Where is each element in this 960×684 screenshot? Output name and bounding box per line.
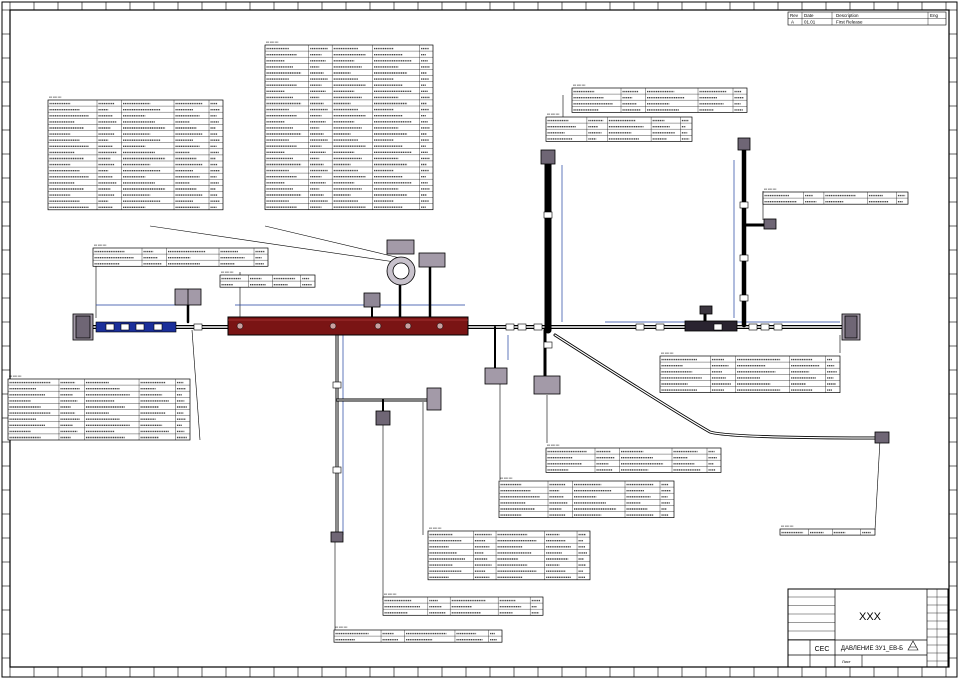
- splice-mark: [193, 323, 203, 331]
- wire-table-caption: ▪▪▪ ▪▪▪▪ ▪▪▪: [500, 476, 512, 480]
- connector-below-trunk-1: [484, 367, 508, 385]
- wire-table-caption: ▪▪▪ ▪▪▪▪ ▪▪▪: [266, 40, 278, 44]
- wire-table-caption: ▪▪▪ ▪▪▪▪ ▪▪▪: [661, 351, 673, 355]
- connector-branch-right: [426, 387, 442, 411]
- wire-table-caption: ▪▪▪ ▪▪▪▪ ▪▪▪: [547, 443, 559, 447]
- connectors: [72, 137, 890, 543]
- connector-top-vertical: [540, 149, 556, 165]
- rev-header: Rev: [790, 13, 799, 18]
- wire-table-caption: ▪▪▪ ▪▪▪▪ ▪▪▪: [429, 526, 441, 530]
- wire-table-caption: ▪▪▪ ▪▪▪▪ ▪▪▪: [49, 95, 61, 99]
- wire-table: ▪▪▪ ▪▪▪▪ ▪▪▪: [47, 95, 224, 211]
- wire-table: ▪▪▪ ▪▪▪▪ ▪▪▪: [7, 374, 191, 441]
- wire-table: ▪▪▪ ▪▪▪▪ ▪▪▪: [545, 443, 722, 473]
- wire-tables: ▪▪▪ ▪▪▪▪ ▪▪▪ ▪▪▪ ▪▪▪▪ ▪▪▪ ▪▪▪ ▪▪▪▪ ▪▪▪ ▪▪▪ …: [7, 40, 909, 643]
- splice-mark: [517, 323, 527, 331]
- wire-table-caption: ▪▪▪ ▪▪▪▪ ▪▪▪: [781, 524, 793, 528]
- splice-mark: [533, 323, 543, 331]
- date-header: Date: [804, 13, 814, 18]
- wire-table: ▪▪▪ ▪▪▪▪ ▪▪▪: [779, 524, 876, 536]
- splice-mark: [332, 381, 342, 389]
- connector-right-end: [841, 313, 861, 341]
- connector-top-mid: [418, 252, 446, 268]
- splice-mark: [739, 254, 749, 262]
- connector-branch-mid: [375, 410, 391, 426]
- wire-table-caption: ▪▪▪ ▪▪▪▪ ▪▪▪: [573, 83, 585, 87]
- wire-table: ▪▪▪ ▪▪▪▪ ▪▪▪: [219, 270, 316, 288]
- company-logo: [907, 640, 919, 651]
- splice-mark: [713, 323, 723, 331]
- title-block-rows: [788, 596, 835, 640]
- organization-name: СЕС: [815, 646, 830, 653]
- wire-table: ▪▪▪ ▪▪▪▪ ▪▪▪: [92, 243, 269, 267]
- splice-mark: [760, 323, 770, 331]
- splice-mark: [773, 323, 783, 331]
- date-value: 01.01: [804, 20, 816, 25]
- splice-mark: [332, 466, 342, 474]
- red-sleeve: [227, 316, 469, 336]
- wire-table-caption: ▪▪▪ ▪▪▪▪ ▪▪▪: [547, 112, 559, 116]
- connector-right-inline: [684, 305, 738, 332]
- wire-table: ▪▪▪ ▪▪▪▪ ▪▪▪: [264, 40, 434, 211]
- leader-lines: [95, 95, 881, 630]
- connector-bottom: [330, 531, 344, 543]
- wire-table-caption: ▪▪▪ ▪▪▪▪ ▪▪▪: [764, 187, 776, 191]
- wire-table: ▪▪▪ ▪▪▪▪ ▪▪▪: [427, 526, 591, 581]
- wire-table: ▪▪▪ ▪▪▪▪ ▪▪▪: [659, 351, 841, 393]
- dimension-lines: [96, 160, 840, 535]
- description-value: First Release: [836, 20, 863, 25]
- splice-mark: [153, 323, 163, 331]
- rev-value: A: [791, 20, 794, 25]
- splice-mark: [739, 201, 749, 209]
- title-block: [787, 588, 949, 668]
- revision-table: Rev Date Description Eng A 01.01 First R…: [787, 11, 947, 26]
- wire-table-caption: ▪▪▪ ▪▪▪▪ ▪▪▪: [94, 243, 106, 247]
- splice-mark: [105, 323, 115, 331]
- wire-table: ▪▪▪ ▪▪▪▪ ▪▪▪: [498, 476, 675, 518]
- wire-table: ▪▪▪ ▪▪▪▪ ▪▪▪: [545, 112, 693, 142]
- description-header: Description: [836, 13, 859, 18]
- splice-mark: [635, 323, 645, 331]
- wire-table-caption: ▪▪▪ ▪▪▪▪ ▪▪▪: [335, 625, 347, 629]
- connector-top-left: [174, 288, 202, 306]
- splice-marks: [105, 201, 783, 474]
- wire-table-caption: ▪▪▪ ▪▪▪▪ ▪▪▪: [221, 270, 233, 274]
- wire-table-caption: ▪▪▪ ▪▪▪▪ ▪▪▪: [9, 374, 21, 378]
- connector-small-mid: [363, 292, 381, 308]
- wire-table: ▪▪▪ ▪▪▪▪ ▪▪▪: [382, 592, 544, 616]
- connector-below-trunk-2: [533, 375, 561, 395]
- drawing-name: ДАВЛЕНИЕ ЗУ1_ЕВ-Б: [841, 646, 903, 652]
- splice-mark: [748, 323, 758, 331]
- connector-left-end: [72, 313, 94, 341]
- drawing-title: XXX: [859, 611, 882, 623]
- splice-mark: [739, 294, 749, 302]
- wire-table: ▪▪▪ ▪▪▪▪ ▪▪▪: [333, 625, 503, 643]
- splice-mark: [543, 341, 553, 349]
- splice-mark: [135, 323, 145, 331]
- splice-mark: [655, 323, 665, 331]
- splice-mark: [120, 323, 130, 331]
- wire-table: ▪▪▪ ▪▪▪▪ ▪▪▪: [571, 83, 748, 113]
- splice-mark: [543, 211, 553, 219]
- connector-curved-end: [874, 431, 890, 444]
- connector-side-right: [763, 218, 777, 230]
- wire-table: ▪▪▪ ▪▪▪▪ ▪▪▪: [762, 187, 909, 205]
- title-block-side-strip: [927, 589, 948, 667]
- wire-table-caption: ▪▪▪ ▪▪▪▪ ▪▪▪: [384, 592, 396, 596]
- eng-header: Eng: [930, 13, 939, 18]
- sheet-label: Лист: [842, 659, 851, 664]
- connector-top-right: [737, 137, 751, 151]
- splice-mark: [505, 323, 515, 331]
- connector-ring-terminal: [386, 239, 416, 286]
